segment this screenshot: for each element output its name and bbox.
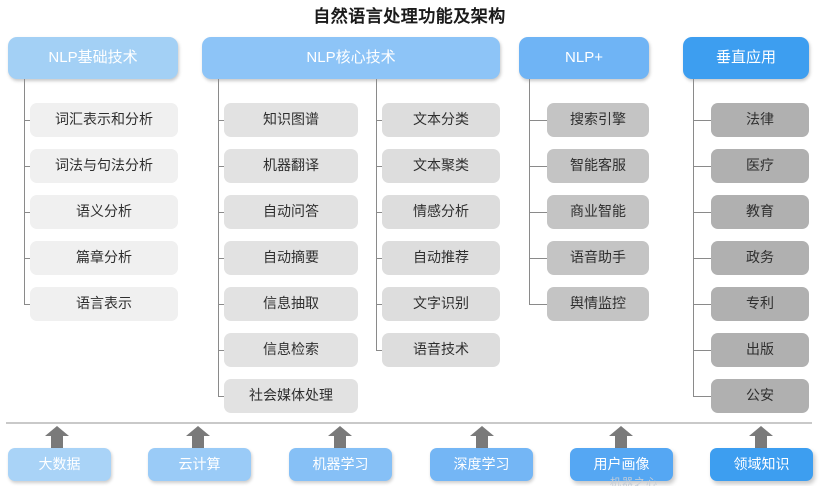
connector-stub xyxy=(529,120,547,121)
page-title: 自然语言处理功能及架构 xyxy=(313,7,506,26)
item-vertical-apps-0[interactable]: 法律 xyxy=(711,103,809,137)
up-arrow-icon xyxy=(186,426,210,449)
up-arrow-icon xyxy=(609,426,633,449)
item-nlp-core-a-0[interactable]: 知识图谱 xyxy=(224,103,358,137)
item-nlp-plus-1[interactable]: 智能客服 xyxy=(547,149,649,183)
connector-stub xyxy=(693,212,711,213)
item-nlp-core-a-3[interactable]: 自动摘要 xyxy=(224,241,358,275)
up-arrow-icon xyxy=(328,426,352,449)
column-header-nlp-basic[interactable]: NLP基础技术 xyxy=(8,37,178,79)
foundation-item-1[interactable]: 云计算 xyxy=(148,448,251,481)
item-nlp-core-a-5[interactable]: 信息检索 xyxy=(224,333,358,367)
item-vertical-apps-6[interactable]: 公安 xyxy=(711,379,809,413)
connector-stub xyxy=(529,258,547,259)
item-vertical-apps-1[interactable]: 医疗 xyxy=(711,149,809,183)
item-nlp-basic-2[interactable]: 语义分析 xyxy=(30,195,178,229)
watermark: 机器之心 xyxy=(610,477,658,486)
item-nlp-core-b-3[interactable]: 自动推荐 xyxy=(382,241,500,275)
foundation-item-2[interactable]: 机器学习 xyxy=(289,448,392,481)
foundation-item-4[interactable]: 用户画像 xyxy=(570,448,673,481)
item-vertical-apps-5[interactable]: 出版 xyxy=(711,333,809,367)
item-nlp-plus-0[interactable]: 搜索引擎 xyxy=(547,103,649,137)
connector-stub xyxy=(693,396,711,397)
column-header-nlp-core[interactable]: NLP核心技术 xyxy=(202,37,500,79)
item-nlp-basic-4[interactable]: 语言表示 xyxy=(30,287,178,321)
connector-stub xyxy=(693,166,711,167)
item-nlp-plus-4[interactable]: 舆情监控 xyxy=(547,287,649,321)
item-nlp-core-b-1[interactable]: 文本聚类 xyxy=(382,149,500,183)
foundation-item-3[interactable]: 深度学习 xyxy=(430,448,533,481)
connector-trunk-nlp-plus xyxy=(529,79,530,305)
item-nlp-basic-0[interactable]: 词汇表示和分析 xyxy=(30,103,178,137)
item-vertical-apps-3[interactable]: 政务 xyxy=(711,241,809,275)
foundation-divider xyxy=(6,422,812,424)
item-nlp-core-b-0[interactable]: 文本分类 xyxy=(382,103,500,137)
up-arrow-icon xyxy=(470,426,494,449)
item-nlp-core-a-2[interactable]: 自动问答 xyxy=(224,195,358,229)
item-nlp-core-b-5[interactable]: 语音技术 xyxy=(382,333,500,367)
connector-trunk-nlp-basic xyxy=(24,79,25,305)
item-nlp-core-a-6[interactable]: 社会媒体处理 xyxy=(224,379,358,413)
connector-stub xyxy=(693,304,711,305)
column-header-nlp-plus[interactable]: NLP+ xyxy=(519,37,649,79)
foundation-item-5[interactable]: 领域知识 xyxy=(710,448,813,481)
connector-stub xyxy=(693,350,711,351)
item-nlp-core-a-4[interactable]: 信息抽取 xyxy=(224,287,358,321)
connector-stub xyxy=(529,212,547,213)
foundation-item-0[interactable]: 大数据 xyxy=(8,448,111,481)
item-nlp-basic-1[interactable]: 词法与句法分析 xyxy=(30,149,178,183)
connector-stub xyxy=(693,258,711,259)
connector-stub xyxy=(693,120,711,121)
up-arrow-icon xyxy=(45,426,69,449)
item-nlp-plus-3[interactable]: 语音助手 xyxy=(547,241,649,275)
item-nlp-plus-2[interactable]: 商业智能 xyxy=(547,195,649,229)
item-nlp-basic-3[interactable]: 篇章分析 xyxy=(30,241,178,275)
item-vertical-apps-4[interactable]: 专利 xyxy=(711,287,809,321)
item-nlp-core-a-1[interactable]: 机器翻译 xyxy=(224,149,358,183)
column-header-vertical-apps[interactable]: 垂直应用 xyxy=(683,37,809,79)
up-arrow-icon xyxy=(749,426,773,449)
connector-trunk-nlp-core-b xyxy=(376,79,377,351)
item-nlp-core-b-4[interactable]: 文字识别 xyxy=(382,287,500,321)
connector-stub xyxy=(529,166,547,167)
connector-trunk-vertical-apps xyxy=(693,79,694,397)
item-nlp-core-b-2[interactable]: 情感分析 xyxy=(382,195,500,229)
connector-trunk-nlp-core-a xyxy=(218,79,219,397)
item-vertical-apps-2[interactable]: 教育 xyxy=(711,195,809,229)
connector-stub xyxy=(529,304,547,305)
